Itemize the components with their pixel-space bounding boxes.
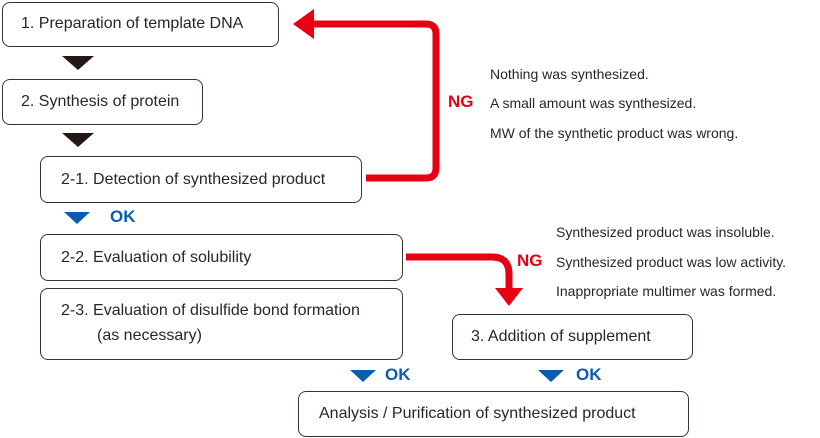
step-2-2-box: 2-2. Evaluation of solubility [40, 234, 403, 281]
step-2-3-note: (as necessary) [97, 327, 202, 344]
ng-supplement-arrow-line [406, 253, 513, 290]
ng-reason: Inappropriate multimer was formed. [556, 283, 777, 299]
step-2-1-box: 2-1. Detection of synthesized product [40, 156, 362, 203]
step-2-box: 2. Synthesis of protein [2, 79, 203, 125]
ng-reason: MW of the synthetic product was wrong. [490, 125, 739, 141]
ng-label-detection: NG [448, 92, 474, 111]
down-arrow-icon [62, 133, 94, 147]
step-2-1-label: 2-1. Detection of synthesized product [61, 171, 326, 188]
ok-arrow-icon [538, 370, 564, 382]
ok-label: OK [385, 365, 411, 384]
ng-label-evaluation: NG [517, 251, 543, 270]
ok-label: OK [110, 207, 136, 226]
step-3-box: 3. Addition of supplement [452, 314, 693, 360]
step-1-box: 1. Preparation of template DNA [2, 2, 279, 47]
final-step-box: Analysis / Purification of synthesized p… [298, 391, 689, 437]
ok-label: OK [576, 365, 602, 384]
ng-loop-arrowhead [293, 9, 314, 39]
ng-reason: Nothing was synthesized. [490, 66, 649, 82]
ng-reason: A small amount was synthesized. [490, 95, 697, 111]
ng-reason: Synthesized product was insoluble. [556, 224, 775, 240]
ng-supplement-arrowhead [495, 288, 523, 306]
ok-arrow-icon [350, 370, 376, 382]
step-2-2-label: 2-2. Evaluation of solubility [61, 249, 252, 266]
ng-reason: Synthesized product was low activity. [556, 254, 787, 270]
ng-loop-arrow-line [312, 20, 440, 182]
step-1-label: 1. Preparation of template DNA [21, 15, 244, 32]
ok-arrow-icon [64, 212, 90, 224]
step-3-label: 3. Addition of supplement [471, 328, 651, 345]
step-2-3-box: 2-3. Evaluation of disulfide bond format… [40, 288, 403, 360]
final-step-label: Analysis / Purification of synthesized p… [319, 405, 636, 422]
step-2-label: 2. Synthesis of protein [21, 93, 180, 110]
step-2-3-label: 2-3. Evaluation of disulfide bond format… [61, 302, 360, 319]
down-arrow-icon [62, 56, 94, 70]
